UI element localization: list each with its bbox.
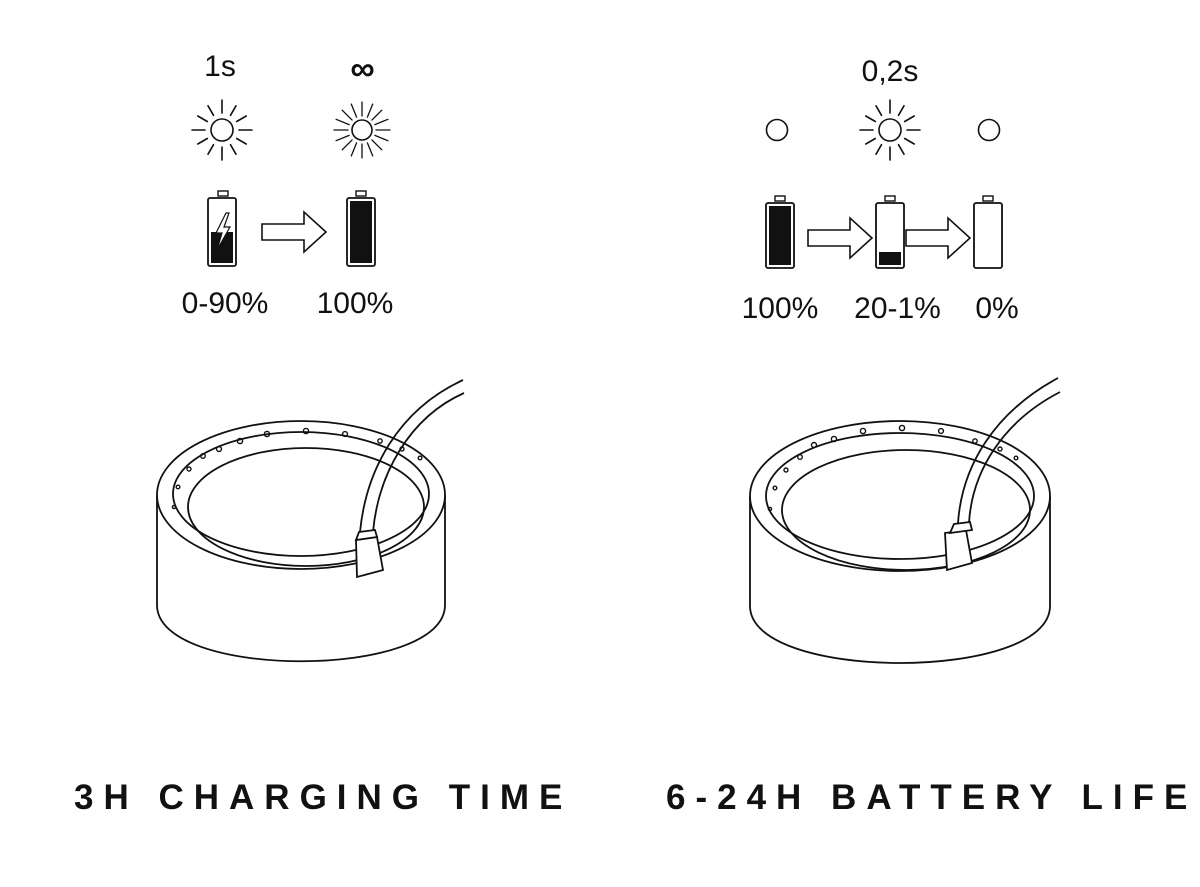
blinking-light-icon xyxy=(191,99,253,161)
level-label-0: 0% xyxy=(975,292,1019,325)
low-battery-icon xyxy=(875,195,905,269)
blink-label-1s: 1s xyxy=(204,50,236,83)
charge-fill xyxy=(211,232,233,263)
caption-charging-time: 3H CHARGING TIME xyxy=(74,778,573,817)
charging-battery-icon xyxy=(207,190,237,267)
level-label-100-battery: 100% xyxy=(741,292,819,325)
level-label-100: 100% xyxy=(316,287,394,320)
arrow-right-icon-3 xyxy=(905,217,971,259)
empty-battery-icon xyxy=(973,195,1003,269)
charging-base-illustration xyxy=(156,379,465,663)
battery-base-illustration xyxy=(749,377,1061,664)
full-battery-icon xyxy=(346,190,376,267)
blink-label-infinite: ∞ xyxy=(350,50,375,88)
light-off-icon xyxy=(765,118,789,142)
level-label-20-1: 20-1% xyxy=(854,292,941,325)
full-battery-icon-right xyxy=(765,195,795,269)
solid-light-icon xyxy=(333,101,391,159)
blinking-light-icon-right xyxy=(859,99,921,161)
caption-battery-life: 6-24H BATTERY LIFE xyxy=(666,778,1198,817)
arrow-right-icon-2 xyxy=(807,217,873,259)
light-off-icon-right xyxy=(977,118,1001,142)
arrow-right-icon xyxy=(261,211,327,253)
blink-label-0-2s: 0,2s xyxy=(861,55,919,88)
level-label-0-90: 0-90% xyxy=(181,287,269,320)
